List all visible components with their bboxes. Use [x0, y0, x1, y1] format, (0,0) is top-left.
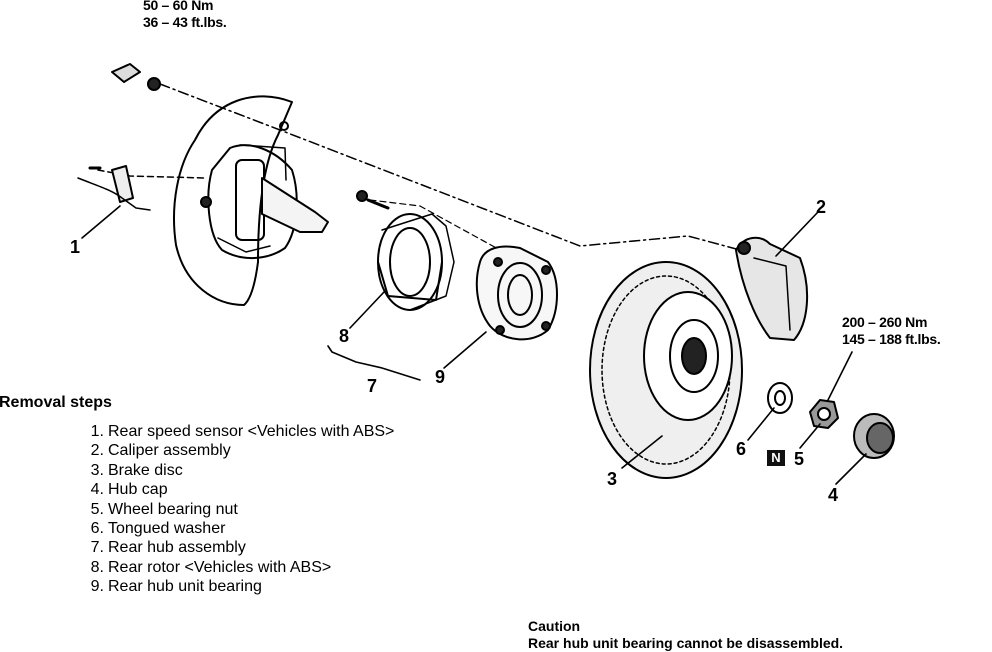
leader-lines — [81, 205, 867, 485]
hub-unit-bearing — [475, 245, 558, 341]
rotor-dash-line — [369, 199, 501, 251]
abs-rotor — [377, 213, 455, 311]
tongued-washer — [767, 382, 793, 414]
torque-right-ftlbs: 145 – 188 ft.lbs. — [842, 331, 941, 347]
wheel-bearing-nut — [809, 399, 839, 429]
backing-plate-bolt — [111, 63, 161, 91]
list-item: 5.Wheel bearing nut — [90, 500, 238, 518]
sensor-dash-line — [97, 169, 206, 179]
hub-cap — [853, 413, 895, 459]
n-badge: N — [767, 450, 785, 466]
torque-top-nm: 50 – 60 Nm — [143, 0, 214, 13]
list-item: 4.Hub cap — [90, 481, 168, 499]
callout-8: 8 — [339, 326, 350, 346]
caution-text: Rear hub unit bearing cannot be disassem… — [528, 635, 844, 651]
list-item: 2.Caliper assembly — [90, 442, 231, 460]
torque-right-nm: 200 – 260 Nm — [842, 314, 928, 330]
callout-9: 9 — [435, 367, 446, 387]
callout-1: 1 — [70, 237, 81, 257]
removal-steps-list: 1.Rear speed sensor <Vehicles with ABS> … — [78, 422, 395, 597]
torque-top-ftlbs: 36 – 43 ft.lbs. — [143, 14, 227, 30]
caution-title: Caution — [528, 618, 581, 634]
callout-5: 5 — [794, 449, 805, 469]
removal-steps-heading: Removal steps — [0, 394, 112, 411]
sensor-bolt — [356, 190, 390, 210]
callout-3: 3 — [607, 469, 618, 489]
list-item: 8.Rear rotor <Vehicles with ABS> — [90, 558, 332, 576]
callout-4: 4 — [828, 485, 839, 505]
backing-plate — [173, 95, 329, 306]
list-item: 9.Rear hub unit bearing — [90, 578, 262, 596]
caliper-assembly — [735, 236, 809, 341]
center-line — [159, 83, 741, 251]
list-item: 7.Rear hub assembly — [90, 539, 246, 557]
callout-7: 7 — [367, 376, 378, 396]
speed-sensor — [77, 165, 151, 211]
list-item: 6.Tongued washer — [90, 520, 226, 538]
brake-disc — [589, 261, 743, 479]
list-item: 3.Brake disc — [90, 461, 183, 479]
list-item: 1.Rear speed sensor <Vehicles with ABS> — [90, 423, 395, 440]
callout-2: 2 — [816, 197, 827, 217]
callout-6: 6 — [736, 439, 747, 459]
